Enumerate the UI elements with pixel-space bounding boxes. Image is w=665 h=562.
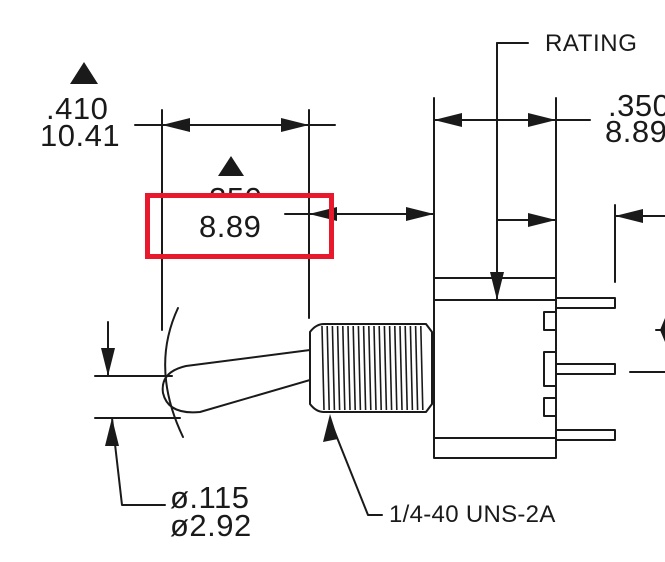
thread-line [331, 325, 336, 411]
thread-line [404, 325, 408, 411]
thread-line [362, 325, 367, 411]
dim-lever-dia-mm: ø2.92 [170, 508, 252, 543]
toggle-lever [161, 349, 311, 414]
arrow-right-edge [660, 318, 665, 342]
lever-swing-arc [164, 307, 184, 438]
thread-line [368, 325, 372, 411]
thread-line [383, 325, 388, 411]
terminal-pin-bottom [555, 429, 616, 441]
arrow-right-dim [528, 213, 556, 227]
thread-leader [329, 419, 383, 516]
arrow-body-left [434, 113, 462, 127]
arrow-thread-leader [323, 414, 338, 442]
terminal-pin-middle [555, 363, 616, 375]
thread-line [357, 325, 362, 411]
dim-overall-inch: .410 [46, 91, 109, 126]
rating-label: RATING [545, 30, 638, 57]
arrow-overall-right [281, 118, 309, 132]
dim-lever-leader [111, 417, 166, 506]
arrow-bushing-right [406, 207, 434, 221]
switch-body [433, 277, 557, 459]
dim-overall-mm: 10.41 [40, 118, 121, 153]
thread-line [388, 325, 393, 411]
thread-line [394, 325, 398, 411]
arrow-rating-down [490, 272, 504, 300]
threaded-bushing-outline [309, 323, 433, 413]
delta-symbol-bushing [218, 156, 244, 176]
terminal-pin-top [555, 297, 616, 309]
thread-line [399, 325, 403, 411]
thread-line [321, 325, 325, 411]
bushing-thread-lines [321, 325, 424, 411]
highlight-box [145, 193, 334, 259]
dim-body-inch: .350 [608, 88, 665, 123]
arrow-lever-down [101, 348, 115, 376]
delta-symbol-overall [70, 62, 98, 84]
arrow-lever-up [105, 418, 119, 446]
dim-body-mm: 8.89 [605, 114, 665, 149]
thread-line [420, 325, 424, 411]
thread-line [352, 325, 356, 411]
arrow-body-right [528, 113, 556, 127]
thread-line [342, 325, 346, 411]
thread-line [373, 325, 377, 411]
thread-line [326, 325, 330, 411]
dim-lever-dia-inch: ø.115 [170, 480, 250, 515]
terminal-notches [543, 311, 557, 417]
thread-spec-label: 1/4-40 UNS-2A [389, 501, 556, 528]
arrow-overall-left [162, 118, 190, 132]
dim-bushing-mm: 8.89 [199, 209, 262, 244]
thread-line [414, 325, 419, 411]
thread-line [378, 325, 382, 411]
thread-line [347, 325, 351, 411]
thread-line [336, 325, 341, 411]
thread-line [409, 325, 414, 411]
arrow-far-right-dim [615, 209, 643, 223]
